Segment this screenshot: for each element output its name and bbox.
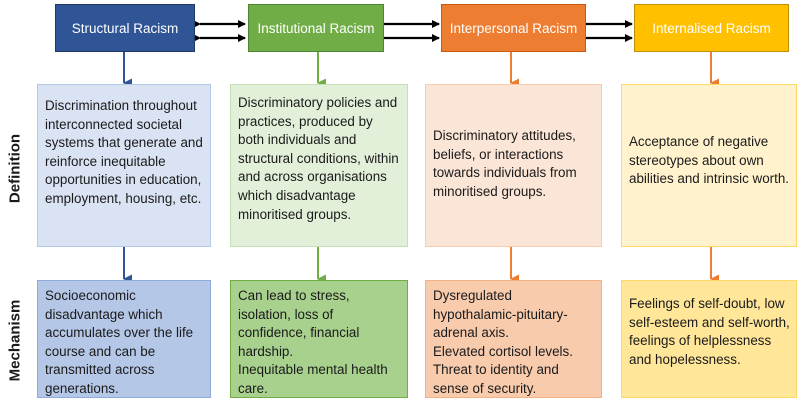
mechanism-line: Elevated cortisol levels. (433, 343, 573, 359)
mechanism-line: Feelings of self-doubt, low self-esteem … (629, 296, 790, 367)
header-interpersonal-racism: Interpersonal Racism (441, 4, 586, 52)
down-arrows (123, 52, 719, 284)
mechanism-institutional: Can lead to stress, isolation, loss of c… (230, 280, 408, 398)
mechanism-line: Inequitable mental health care. (238, 362, 388, 396)
definition-institutional: Discriminatory policies and practices, p… (230, 84, 408, 247)
header-structural-racism: Structural Racism (55, 4, 195, 52)
mechanism-line: Can lead to stress, isolation, loss of c… (238, 288, 360, 359)
row-label-definition: Definition (6, 133, 24, 204)
connector-arrows (123, 20, 719, 284)
mechanism-structural: Socioeconomic disadvantage which accumul… (37, 280, 211, 398)
definition-internalised: Acceptance of negative stereotypes about… (621, 84, 797, 247)
mechanism-line: Dysregulated hypothalamic-pituitary-adre… (433, 288, 568, 341)
row-label-mechanism: Mechanism (6, 299, 24, 382)
definition-structural: Discrimination throughout interconnected… (37, 84, 211, 247)
header-internalised-racism: Internalised Racism (634, 4, 789, 52)
definition-interpersonal: Discriminatory attitudes, beliefs, or in… (425, 84, 602, 247)
mechanism-line: Socioeconomic disadvantage which accumul… (45, 288, 194, 396)
mechanism-interpersonal: Dysregulated hypothalamic-pituitary-adre… (425, 280, 602, 398)
header-institutional-racism: Institutional Racism (248, 4, 384, 52)
header-link-arrows (193, 20, 633, 42)
mechanism-internalised: Feelings of self-doubt, low self-esteem … (621, 280, 797, 398)
mechanism-line: Threat to identity and sense of security… (433, 362, 559, 396)
